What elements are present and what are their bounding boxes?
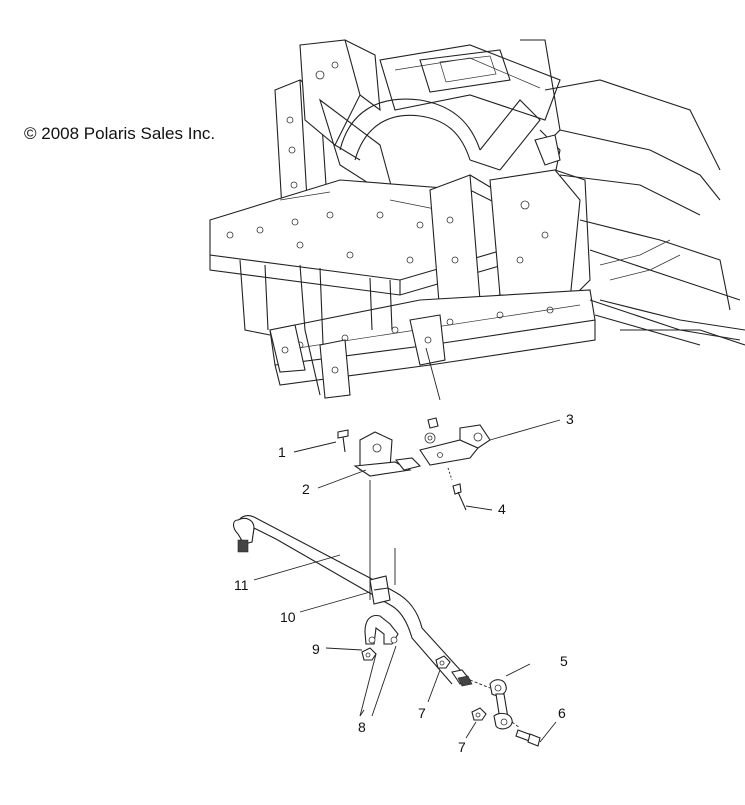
part-7-nut-upper: [435, 655, 451, 669]
callout-10: 10: [280, 609, 296, 625]
part-1-bolt: [337, 429, 349, 453]
callout-leaders: [253, 419, 561, 743]
frame-assembly: [209, 39, 745, 399]
callout-2: 2: [302, 481, 310, 497]
callout-7-upper: 7: [418, 705, 426, 721]
callout-11: 11: [234, 577, 249, 593]
part-5-end-link: [469, 679, 521, 730]
copyright-notice: © 2008 Polaris Sales Inc.: [24, 124, 216, 143]
callout-6: 6: [558, 705, 566, 721]
callout-3: 3: [566, 411, 574, 427]
mounting-brackets: [337, 417, 491, 511]
callout-numbers: 1 2 3 4 5 6 7 7 8 9 10 11: [234, 411, 574, 755]
callout-5: 5: [560, 653, 568, 669]
part-8-clamp: [364, 614, 399, 645]
part-9-nut: [361, 647, 377, 661]
part-2-bracket: [353, 431, 422, 477]
part-6-bolt: [515, 729, 541, 747]
frame-leader-line: [425, 347, 441, 401]
callout-9: 9: [312, 641, 320, 657]
part-3-bracket: [419, 424, 491, 466]
part-10-bushing: [369, 575, 391, 605]
callout-8: 8: [358, 719, 366, 735]
part-4-screw: [447, 467, 467, 511]
callout-7-lower: 7: [458, 739, 466, 755]
callout-4: 4: [498, 501, 506, 517]
part-7-nut-lower: [471, 707, 487, 721]
callout-1: 1: [278, 444, 286, 460]
